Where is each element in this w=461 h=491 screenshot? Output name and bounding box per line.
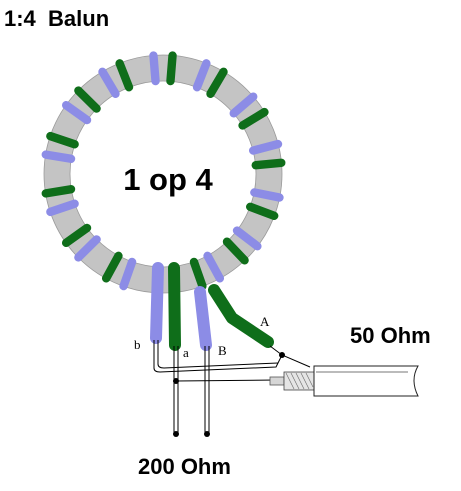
winding-green-turn-5 bbox=[246, 202, 279, 221]
lead-B-blue bbox=[194, 286, 212, 351]
input-impedance-label: 50 Ohm bbox=[350, 323, 431, 348]
winding-blue-turn-12 bbox=[61, 100, 92, 125]
winding-green-turn-4 bbox=[251, 158, 286, 170]
winding-blue-turn-5 bbox=[250, 188, 284, 202]
winding-blue-turn-1 bbox=[149, 51, 160, 86]
terminal-label-b: b bbox=[134, 337, 141, 352]
winding-green-turn-1 bbox=[166, 51, 177, 86]
core-ratio-label: 1 op 4 bbox=[123, 162, 213, 197]
output-impedance-label: 200 Ohm bbox=[138, 454, 231, 479]
winding-green-turn-0 bbox=[115, 59, 134, 92]
winding-green-turn-11 bbox=[46, 131, 79, 149]
lead-b-blue bbox=[150, 262, 164, 344]
output-terminal-left bbox=[173, 431, 179, 437]
wire-b-to-shield bbox=[153, 340, 283, 373]
winding-green-turn-9 bbox=[61, 223, 92, 248]
junction-dots bbox=[173, 352, 285, 437]
junction-dot-ground bbox=[173, 378, 179, 384]
coax-braid-texture bbox=[285, 372, 314, 390]
winding-green-turn-2 bbox=[206, 67, 228, 99]
winding-blue-turn-9 bbox=[74, 235, 101, 262]
winding-blue-turn-4 bbox=[249, 139, 283, 155]
coax-shield-braid bbox=[283, 371, 315, 391]
wire-a-to-shield bbox=[175, 379, 277, 382]
coax-jacket bbox=[313, 365, 419, 397]
lead-A-green bbox=[208, 284, 274, 348]
output-terminal-right bbox=[204, 431, 210, 437]
winding-blue-turn-3 bbox=[229, 92, 258, 118]
terminal-label-a: a bbox=[183, 345, 189, 360]
junction-dot-shield bbox=[279, 352, 285, 358]
diagram-title: 1:4 Balun bbox=[4, 6, 110, 31]
winding-blue-turn-8 bbox=[119, 257, 137, 291]
winding-leads bbox=[150, 262, 274, 351]
toroid-windings bbox=[41, 51, 286, 291]
terminal-label-B: B bbox=[218, 343, 227, 358]
winding-blue-turn-11 bbox=[41, 150, 76, 163]
winding-green-turn-6 bbox=[222, 237, 249, 265]
winding-green-turn-7 bbox=[189, 257, 207, 291]
winding-green-turn-10 bbox=[41, 185, 76, 198]
winding-green-turn-8 bbox=[101, 251, 123, 283]
winding-blue-turn-7 bbox=[203, 251, 225, 283]
coax-cable bbox=[269, 365, 419, 397]
winding-blue-turn-2 bbox=[192, 59, 211, 92]
wire-A-to-core bbox=[269, 345, 311, 368]
coax-center-conductor bbox=[269, 376, 285, 386]
winding-blue-turn-6 bbox=[232, 226, 262, 251]
winding-blue-turn-10 bbox=[46, 199, 79, 217]
winding-green-turn-3 bbox=[238, 107, 269, 130]
wire-b-to-shield-2 bbox=[157, 340, 279, 369]
winding-blue-turn-0 bbox=[98, 67, 120, 99]
lead-a-green bbox=[168, 262, 181, 351]
terminal-label-A: A bbox=[260, 314, 270, 329]
winding-green-turn-12 bbox=[74, 86, 101, 113]
